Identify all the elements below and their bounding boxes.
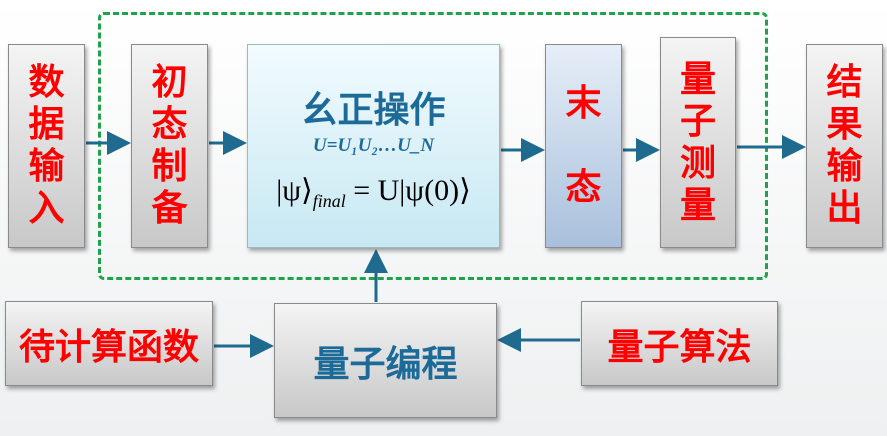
programming-box: 量子编程 — [274, 303, 497, 418]
measurement-box: 量子测量 — [660, 37, 736, 248]
state-prep-box: 初态制备 — [131, 44, 208, 248]
measurement-label: 量子测量 — [679, 58, 716, 226]
state-prep-label: 初态制备 — [151, 62, 188, 229]
function-box: 待计算函数 — [5, 301, 213, 386]
final-state-box: 末态 — [545, 44, 622, 248]
output-box: 结果输出 — [806, 44, 883, 248]
final-state-formula: |ψ⟩final = U|ψ(0)⟩ — [276, 173, 471, 211]
algorithm-label: 量子算法 — [607, 326, 752, 368]
data-input-label: 数据输入 — [28, 62, 65, 229]
function-label: 待计算函数 — [18, 326, 199, 368]
output-label: 结果输出 — [826, 62, 863, 229]
data-input-box: 数据输入 — [8, 44, 85, 248]
unitary-title: 幺正操作 — [301, 89, 446, 131]
final-state-label: 末态 — [565, 83, 602, 208]
unitary-operation-box: 幺正操作 U=U₁U₂…U_N |ψ⟩final = U|ψ(0)⟩ — [247, 44, 500, 248]
algorithm-box: 量子算法 — [581, 301, 778, 386]
programming-label: 量子编程 — [313, 343, 458, 385]
unitary-formula: U=U₁U₂…U_N — [312, 134, 435, 156]
